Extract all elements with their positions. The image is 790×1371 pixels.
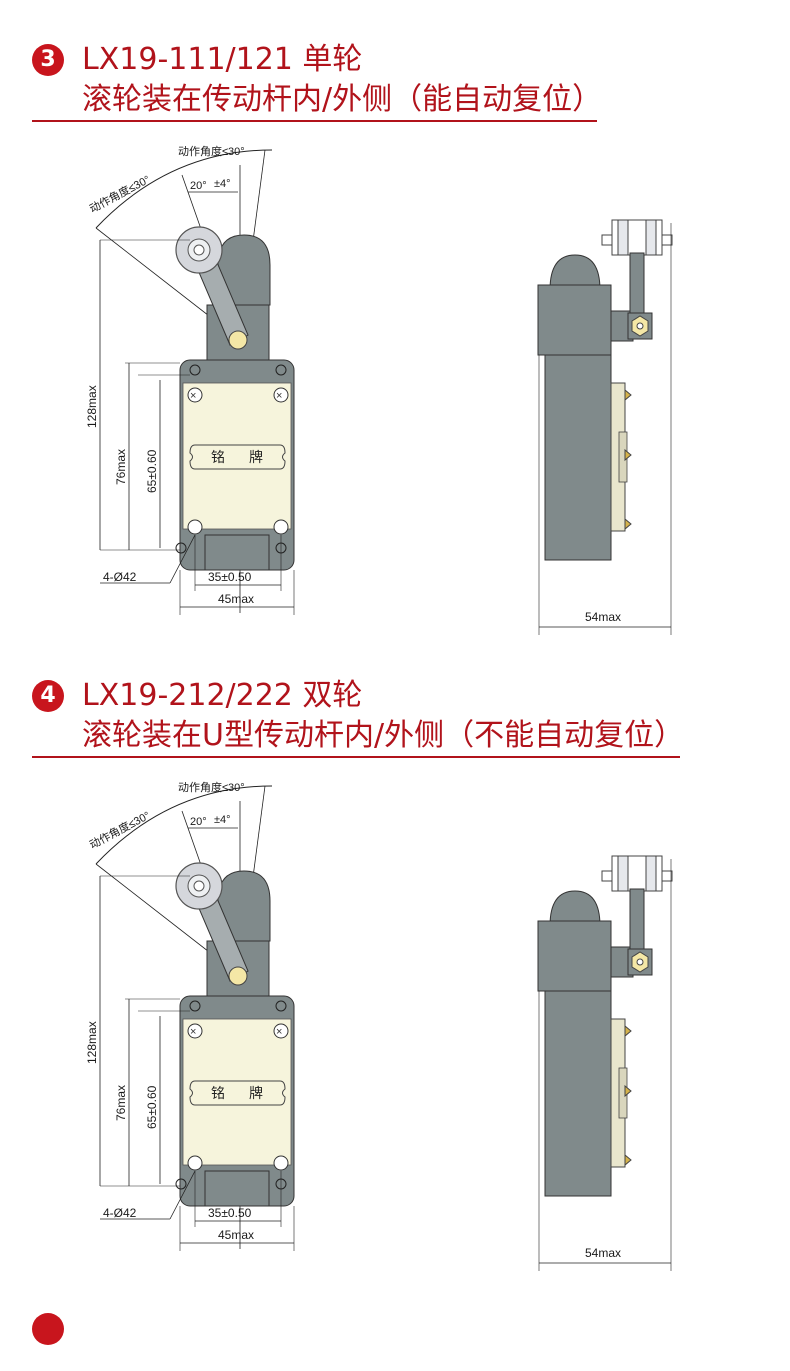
hole-spacing-vertical-label: 65±0.60 [145,1085,159,1129]
terminal-screw-icon [624,517,632,531]
screw-icon [273,1023,289,1039]
angle-left-label: 动作角度≤30° [87,172,152,216]
mount-hole-icon [175,542,187,554]
mount-hole-icon [175,1178,187,1190]
side-roller [617,855,629,892]
angle-20-label: 20° [190,816,207,828]
mount-hole-icon [273,1155,289,1171]
mount-hole-icon [189,1000,201,1012]
section-number-badge: 4 [32,680,64,712]
mount-hole-icon [187,519,203,535]
front-view: 动作角度≤30° 动作角度≤30° 20° ±4° 铭 牌 [85,144,295,615]
angle-tolerance-label: ±4° [214,814,231,826]
side-head-dome [549,890,601,927]
side-roller [645,855,657,892]
mount-hole-icon [189,364,201,376]
screw-mark: × [190,1026,196,1038]
side-view: 54max [537,219,673,635]
next-section-badge [32,1313,64,1345]
holes-leader [169,1170,196,1220]
height-body-label: 76max [114,449,128,485]
mount-hole-icon [275,1000,287,1012]
width-label: 45max [218,1228,254,1242]
nameplate [182,1018,292,1166]
screw-icon [273,387,289,403]
screw-icon [187,1023,203,1039]
terminal-screw-icon [624,388,632,402]
hex-nut-hole [636,322,644,330]
side-roller [617,219,629,256]
angle-right-label: 动作角度≤30° [178,144,245,158]
screw-mark: × [190,390,196,402]
section-title-description: 滚轮装在传动杆内/外侧（能自动复位） [82,82,603,117]
nameplate-char-2: 牌 [249,449,263,466]
height-total-label: 128max [85,1021,99,1064]
angle-20-label: 20° [190,180,207,192]
mount-hole-icon [187,1155,203,1171]
screw-mark: × [276,1026,282,1038]
base-block [204,534,270,571]
angle-left-label: 动作角度≤30° [87,808,152,852]
terminal-screw-icon [624,1084,632,1098]
section-title-model: LX19-111/121 单轮 [82,42,363,77]
roller-axle [193,244,205,256]
screw-mark: × [276,390,282,402]
holes-label: 4-Ø42 [103,570,137,584]
section-title-description: 滚轮装在U型传动杆内/外侧（不能自动复位） [82,718,685,753]
nameplate-char-2: 牌 [249,1085,263,1102]
pivot-screw-icon [228,966,248,986]
nameplate-outline [189,1080,286,1106]
pivot-screw-icon [228,330,248,350]
nameplate-char-1: 铭 [211,1086,225,1102]
terminal-screw-icon [624,1153,632,1167]
height-total-label: 128max [85,385,99,428]
title-underline [32,120,597,122]
depth-label: 54max [585,1246,621,1260]
side-axle-left [601,870,613,882]
hole-spacing-horizontal-label: 35±0.50 [208,570,252,584]
angle-right-label: 动作角度≤30° [178,780,245,794]
angle-tolerance-label: ±4° [214,178,231,190]
section-3-drawing: 动作角度≤30° 动作角度≤30° 20° ±4° 铭 牌 [85,144,673,635]
section-4-drawing: 动作角度≤30° 动作角度≤30° 20° ±4° 铭 牌 × × [85,780,673,1271]
holes-leader [169,534,196,584]
side-head-block [537,284,612,356]
side-head-dome [549,254,601,291]
title-underline [32,756,680,758]
angle-arc [95,785,273,865]
mount-hole-icon [273,519,289,535]
side-body [544,990,612,1197]
holes-label: 4-Ø42 [103,1206,137,1220]
side-axle-left [601,234,613,246]
side-view: 54max [537,855,673,1271]
side-roller [645,219,657,256]
screw-icon [187,387,203,403]
front-view: 动作角度≤30° 动作角度≤30° 20° ±4° 铭 牌 × × [85,780,295,1251]
side-body [544,354,612,561]
side-axle-right [661,870,673,882]
side-head-block [537,920,612,992]
section-title-model: LX19-212/222 双轮 [82,678,363,713]
section-number-badge: 3 [32,44,64,76]
hole-spacing-horizontal-label: 35±0.50 [208,1206,252,1220]
width-label: 45max [218,592,254,606]
angle-arc [95,149,273,229]
nameplate [182,382,292,530]
nameplate-char-1: 铭 [211,450,225,466]
terminal-screw-icon [624,1024,632,1038]
hole-spacing-vertical-label: 65±0.60 [145,449,159,493]
terminal-screw-icon [624,448,632,462]
base-block [204,1170,270,1207]
mount-hole-icon [275,364,287,376]
hex-nut-hole [636,958,644,966]
height-body-label: 76max [114,1085,128,1121]
depth-label: 54max [585,610,621,624]
side-axle-right [661,234,673,246]
roller-axle [193,880,205,892]
nameplate-outline [189,444,286,470]
